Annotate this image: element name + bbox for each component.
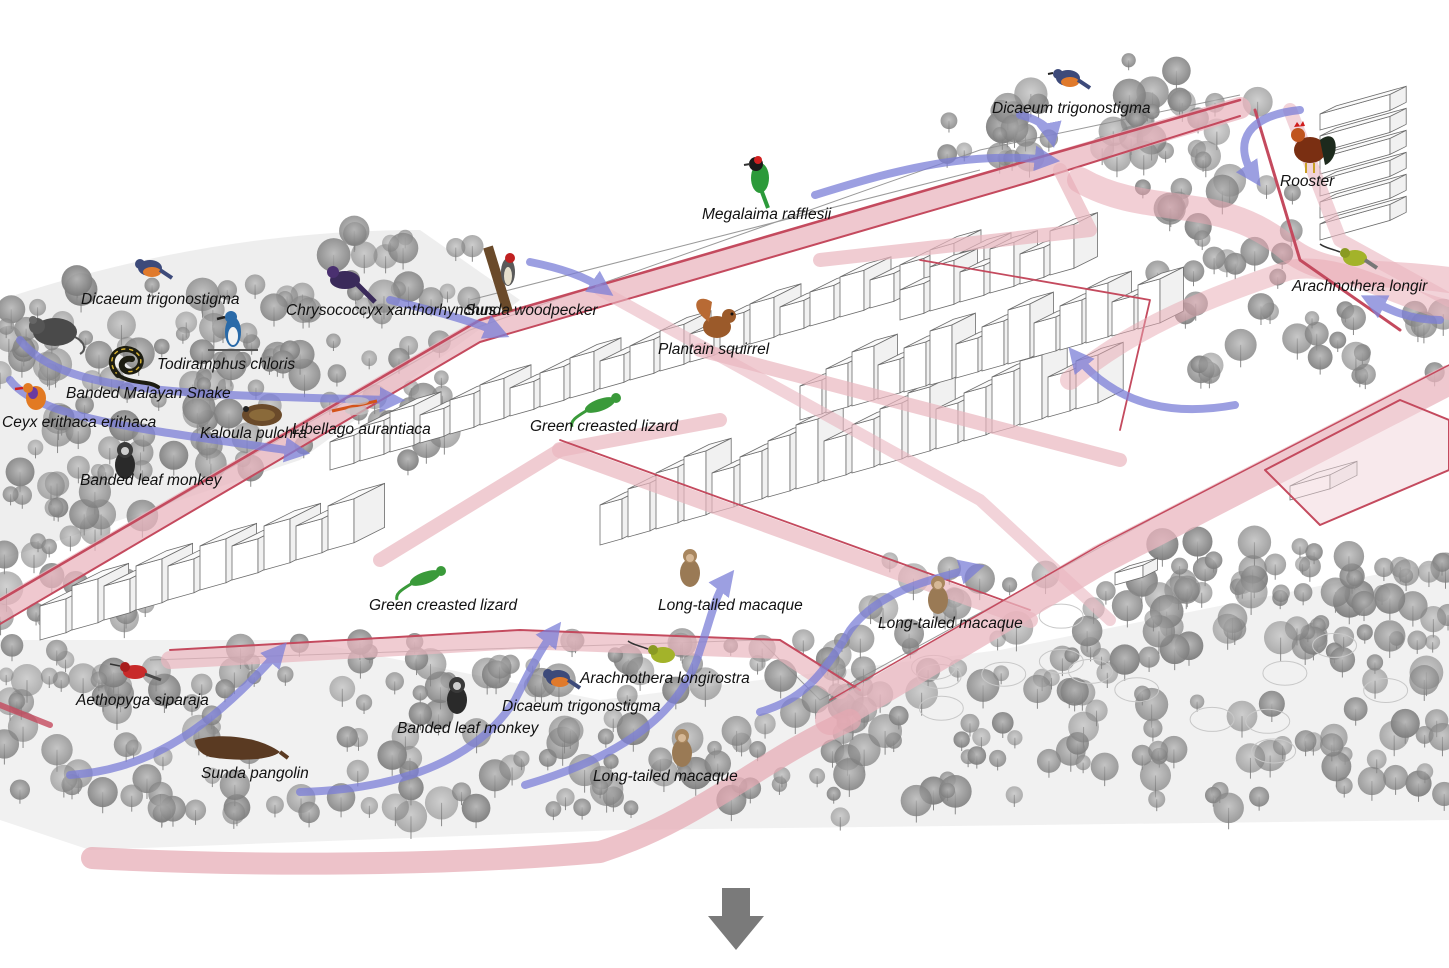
frog-icon (242, 404, 282, 426)
building-block (328, 483, 385, 550)
tree-icon (941, 112, 958, 132)
label-sunda-woodpecker: Sunda woodpecker (465, 303, 598, 319)
tree-icon (1194, 230, 1210, 250)
label-dicaeum-bottom: Dicaeum trigonostigma (502, 699, 661, 715)
tree-icon (1213, 793, 1244, 830)
tree-icon (397, 449, 419, 475)
tree-icon (60, 525, 82, 551)
label-macaque-right: Long-tailed macaque (878, 616, 1023, 632)
tree-icon (1225, 329, 1257, 367)
label-aethopyga: Aethopyga siparaja (76, 693, 209, 709)
label-libellago: Libellago aurantiaca (292, 422, 431, 438)
label-sunda-pangolin: Sunda pangolin (201, 766, 309, 782)
tree-icon (1341, 305, 1366, 335)
tree-icon (1122, 53, 1136, 70)
tree-icon (1002, 577, 1017, 595)
label-todiramphus: Todiramphus chloris (157, 357, 295, 373)
label-macaque-bottom: Long-tailed macaque (593, 769, 738, 785)
label-green-lizard-top: Green creasted lizard (530, 419, 678, 435)
label-banded-snake: Banded Malayan Snake (66, 386, 231, 402)
label-plantain-squirrel: Plantain squirrel (658, 342, 769, 358)
label-arachnothera-bottom: Arachnothera longirostra (580, 671, 750, 687)
label-kaloula: Kaloula pulchra (200, 426, 307, 442)
tree-icon (1292, 538, 1309, 558)
tree-icon (1112, 590, 1143, 627)
down-arrow-icon (708, 888, 764, 950)
tree-icon (1257, 175, 1277, 199)
label-green-lizard-bottom: Green creasted lizard (369, 598, 517, 614)
label-banded-monkey-left: Banded leaf monkey (80, 473, 221, 489)
label-banded-monkey-bottom: Banded leaf monkey (397, 721, 538, 737)
label-dicaeum-top-right: Dicaeum trigonostigma (992, 101, 1151, 117)
movement-arrow (530, 262, 605, 290)
flowerpecker-bird-icon (1048, 69, 1090, 88)
tree-icon (434, 370, 449, 388)
macaque-icon (680, 549, 700, 587)
label-megalaima: Megalaima rafflesii (702, 207, 831, 223)
tree-icon (1183, 260, 1205, 286)
label-macaque-center: Long-tailed macaque (658, 598, 803, 614)
label-arachnothera-right: Arachnothera longir (1292, 279, 1427, 295)
barbet-bird-icon (744, 156, 769, 208)
tree-icon (1224, 253, 1246, 279)
leaf-monkey-icon (447, 677, 467, 714)
tree-icon (1308, 345, 1333, 375)
label-rooster: Rooster (1280, 174, 1334, 190)
label-dicaeum-left: Dicaeum trigonostigma (81, 292, 240, 308)
lizard-icon (397, 566, 446, 600)
label-ceyx: Ceyx erithaca erithaca (2, 415, 156, 431)
